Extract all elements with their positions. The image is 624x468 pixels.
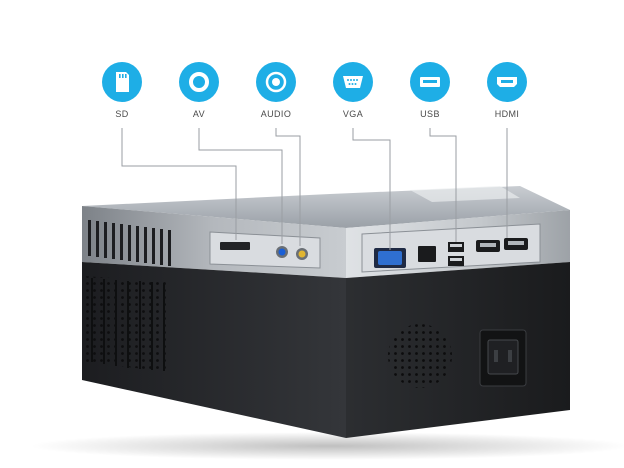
- hdmi-port-icon: [487, 62, 527, 102]
- sd-card-icon: [102, 62, 142, 102]
- usb-port-icon: [410, 62, 450, 102]
- vga-port-icon: [333, 62, 373, 102]
- port-label-hdmi: HDMI: [494, 109, 520, 119]
- audio-jack-icon: [256, 62, 296, 102]
- av-ring-icon: [179, 62, 219, 102]
- port-label-audio: AUDIO: [260, 109, 292, 119]
- port-label-vga: VGA: [342, 109, 364, 119]
- port-label-av: AV: [192, 109, 206, 119]
- port-label-usb: USB: [420, 109, 440, 119]
- port-label-sd: SD: [115, 109, 129, 119]
